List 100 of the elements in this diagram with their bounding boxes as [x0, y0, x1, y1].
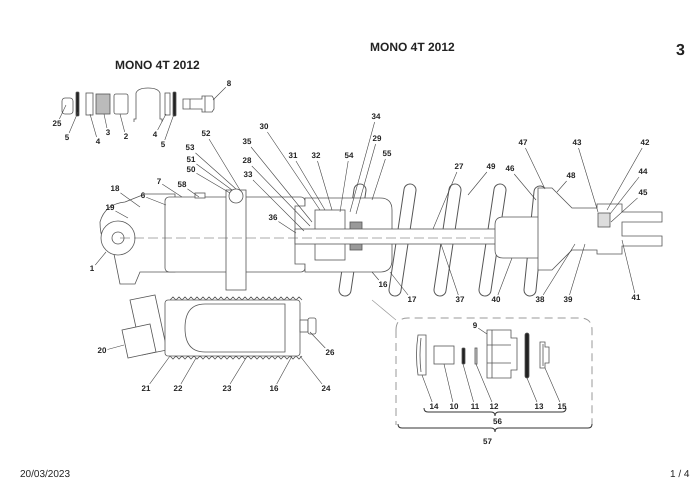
- callout-number: 16: [268, 384, 280, 394]
- leader-line: [622, 240, 636, 294]
- callout-number: 1: [88, 264, 96, 274]
- callout-number: 40: [490, 295, 502, 305]
- callout-number: 29: [372, 134, 382, 144]
- callout-number: 26: [324, 348, 336, 358]
- leader-line: [569, 244, 586, 296]
- callout-number: 5: [64, 133, 70, 143]
- leader-line: [267, 132, 320, 210]
- callout-number: 4: [152, 130, 158, 140]
- leader-line: [525, 148, 546, 190]
- callout-number: 54: [344, 151, 354, 161]
- leader-line: [90, 114, 97, 138]
- callout-number: 33: [242, 170, 254, 180]
- leader-line: [422, 374, 432, 402]
- page-count: 1 / 4: [670, 469, 690, 480]
- callout-number: 51: [186, 155, 196, 165]
- callout-number: 25: [52, 119, 62, 129]
- callout-number: 20: [96, 346, 108, 356]
- leader-line: [578, 148, 598, 212]
- callout-number: 4: [94, 137, 102, 147]
- callout-number: 17: [406, 295, 418, 305]
- leader-line: [149, 356, 170, 384]
- leader-line: [212, 86, 226, 100]
- leader-line: [162, 184, 182, 198]
- leader-line: [68, 112, 78, 134]
- leader-line: [252, 180, 304, 232]
- leader-line: [432, 172, 458, 230]
- callout-number: 5: [160, 140, 166, 150]
- leader-line: [356, 144, 376, 214]
- leader-line: [542, 244, 576, 296]
- leader-line: [230, 358, 246, 384]
- o-ring: [76, 92, 80, 116]
- callout-number: 7: [156, 177, 162, 187]
- o-ring: [462, 348, 466, 364]
- leader-line: [514, 174, 536, 200]
- page-number: 3: [676, 42, 685, 60]
- leader-line: [115, 210, 128, 218]
- callout-number: 52: [200, 129, 212, 139]
- callout-number: 28: [242, 156, 252, 166]
- callout-number: 2: [122, 132, 130, 142]
- callout-number: 45: [638, 188, 648, 198]
- o-ring: [172, 92, 176, 116]
- callout-number: 53: [184, 143, 196, 153]
- leader-line: [526, 378, 538, 402]
- washer: [86, 92, 94, 116]
- leader-line: [146, 196, 166, 206]
- leader-line: [164, 114, 174, 140]
- leader-line: [444, 364, 454, 402]
- leader-line: [120, 114, 125, 132]
- leader-line: [440, 244, 459, 296]
- callout-number: 41: [630, 293, 642, 303]
- leader-line: [196, 172, 230, 194]
- leader-line: [94, 252, 106, 266]
- callout-number: 15: [556, 402, 568, 412]
- callout-number: 49: [486, 162, 496, 172]
- callout-number: 16: [378, 280, 388, 290]
- callout-number: 50: [186, 165, 196, 175]
- leader-line: [59, 104, 66, 120]
- leader-line: [340, 160, 348, 212]
- callout-number: 24: [320, 384, 332, 394]
- bushing: [114, 94, 128, 114]
- callout-number: 38: [534, 295, 546, 305]
- callout-number: 32: [310, 151, 322, 161]
- callout-number: 13: [534, 402, 544, 412]
- callout-number: 37: [454, 295, 466, 305]
- leader-line: [195, 152, 236, 190]
- reservoir-drawing: [122, 294, 316, 360]
- leader-line: [196, 164, 232, 190]
- callout-number: 18: [110, 184, 120, 194]
- title-text: MONO 4T 2012: [115, 58, 200, 72]
- o-ring: [524, 332, 530, 378]
- callout-number: 8: [226, 79, 232, 89]
- callout-number: 44: [638, 167, 648, 177]
- leader-line: [180, 358, 196, 384]
- leader-line: [317, 160, 332, 210]
- callout-number: 34: [370, 112, 382, 122]
- leader-line: [104, 114, 108, 128]
- leader-line: [610, 198, 638, 222]
- leader-line: [296, 160, 326, 210]
- leader-line: [372, 272, 380, 280]
- callout-number: 35: [242, 137, 252, 147]
- bolt-drawing: [182, 96, 214, 112]
- callout-number: 39: [562, 295, 574, 305]
- callout-number: 30: [258, 122, 270, 132]
- leader-line: [300, 356, 322, 384]
- leader-line: [250, 146, 312, 222]
- callout-number: 12: [488, 402, 500, 412]
- callout-number: 56: [493, 417, 502, 426]
- leader-line: [208, 138, 240, 190]
- callout-number: 46: [504, 164, 516, 174]
- leader-line: [187, 188, 200, 198]
- leader-line: [462, 364, 474, 402]
- washer: [164, 92, 170, 116]
- callout-number: 21: [140, 384, 152, 394]
- bushing: [434, 346, 454, 364]
- leader-line: [476, 364, 492, 402]
- callout-number: 55: [382, 149, 392, 159]
- leader-line: [610, 176, 640, 214]
- callout-number: 36: [268, 213, 278, 223]
